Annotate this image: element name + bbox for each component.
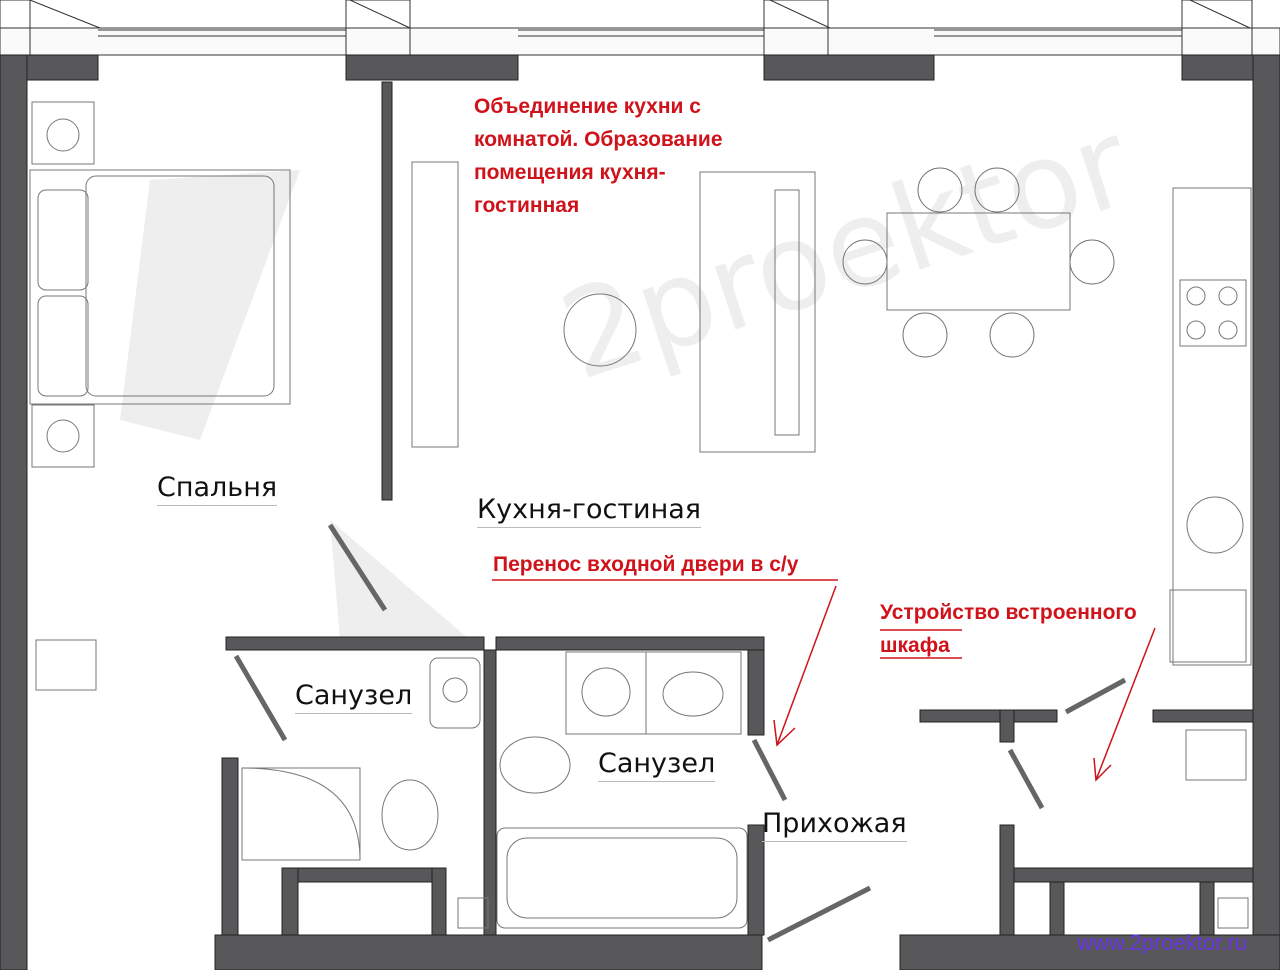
bathtub: [496, 827, 748, 929]
room-label-hallway: Прихожая: [762, 808, 907, 842]
sofa: [699, 171, 816, 453]
nightstand-bottom: [31, 404, 95, 468]
note-line: помещения кухня-: [474, 161, 666, 184]
room-label-kitchen-living: Кухня-гостиная: [477, 494, 702, 528]
nightstand-top: [31, 101, 95, 165]
note-line: комнатой. Образование: [474, 128, 723, 151]
note-line: шкафа: [880, 634, 950, 657]
washing-machine: [565, 651, 647, 735]
note-kitchen-merge: Объединение кухни с комнатой. Образовани…: [474, 90, 723, 222]
annotation-arrows: [492, 579, 1156, 782]
furniture: [29, 101, 1252, 929]
sink: [1186, 496, 1244, 554]
note-built-in-closet: Устройство встроенного шкафа: [880, 596, 1137, 662]
website-link[interactable]: www.2proektor.ru: [1077, 930, 1247, 955]
bed: [29, 169, 291, 405]
note-line: Объединение кухни с: [474, 95, 701, 118]
room-label-bedroom: Спальня: [157, 472, 278, 506]
kitchen-counter: [1172, 187, 1252, 666]
walls: [0, 54, 1280, 970]
room-label-bathroom-2: Санузел: [598, 748, 716, 782]
tv-unit: [411, 161, 459, 448]
note-door-move: Перенос входной двери в с/у: [493, 553, 799, 576]
note-line: гостинная: [474, 194, 580, 217]
room-label-bathroom-1: Санузел: [295, 680, 413, 714]
doors: [233, 523, 1127, 943]
note-line: Устройство встроенного: [880, 601, 1137, 624]
windows: [0, 0, 1280, 56]
